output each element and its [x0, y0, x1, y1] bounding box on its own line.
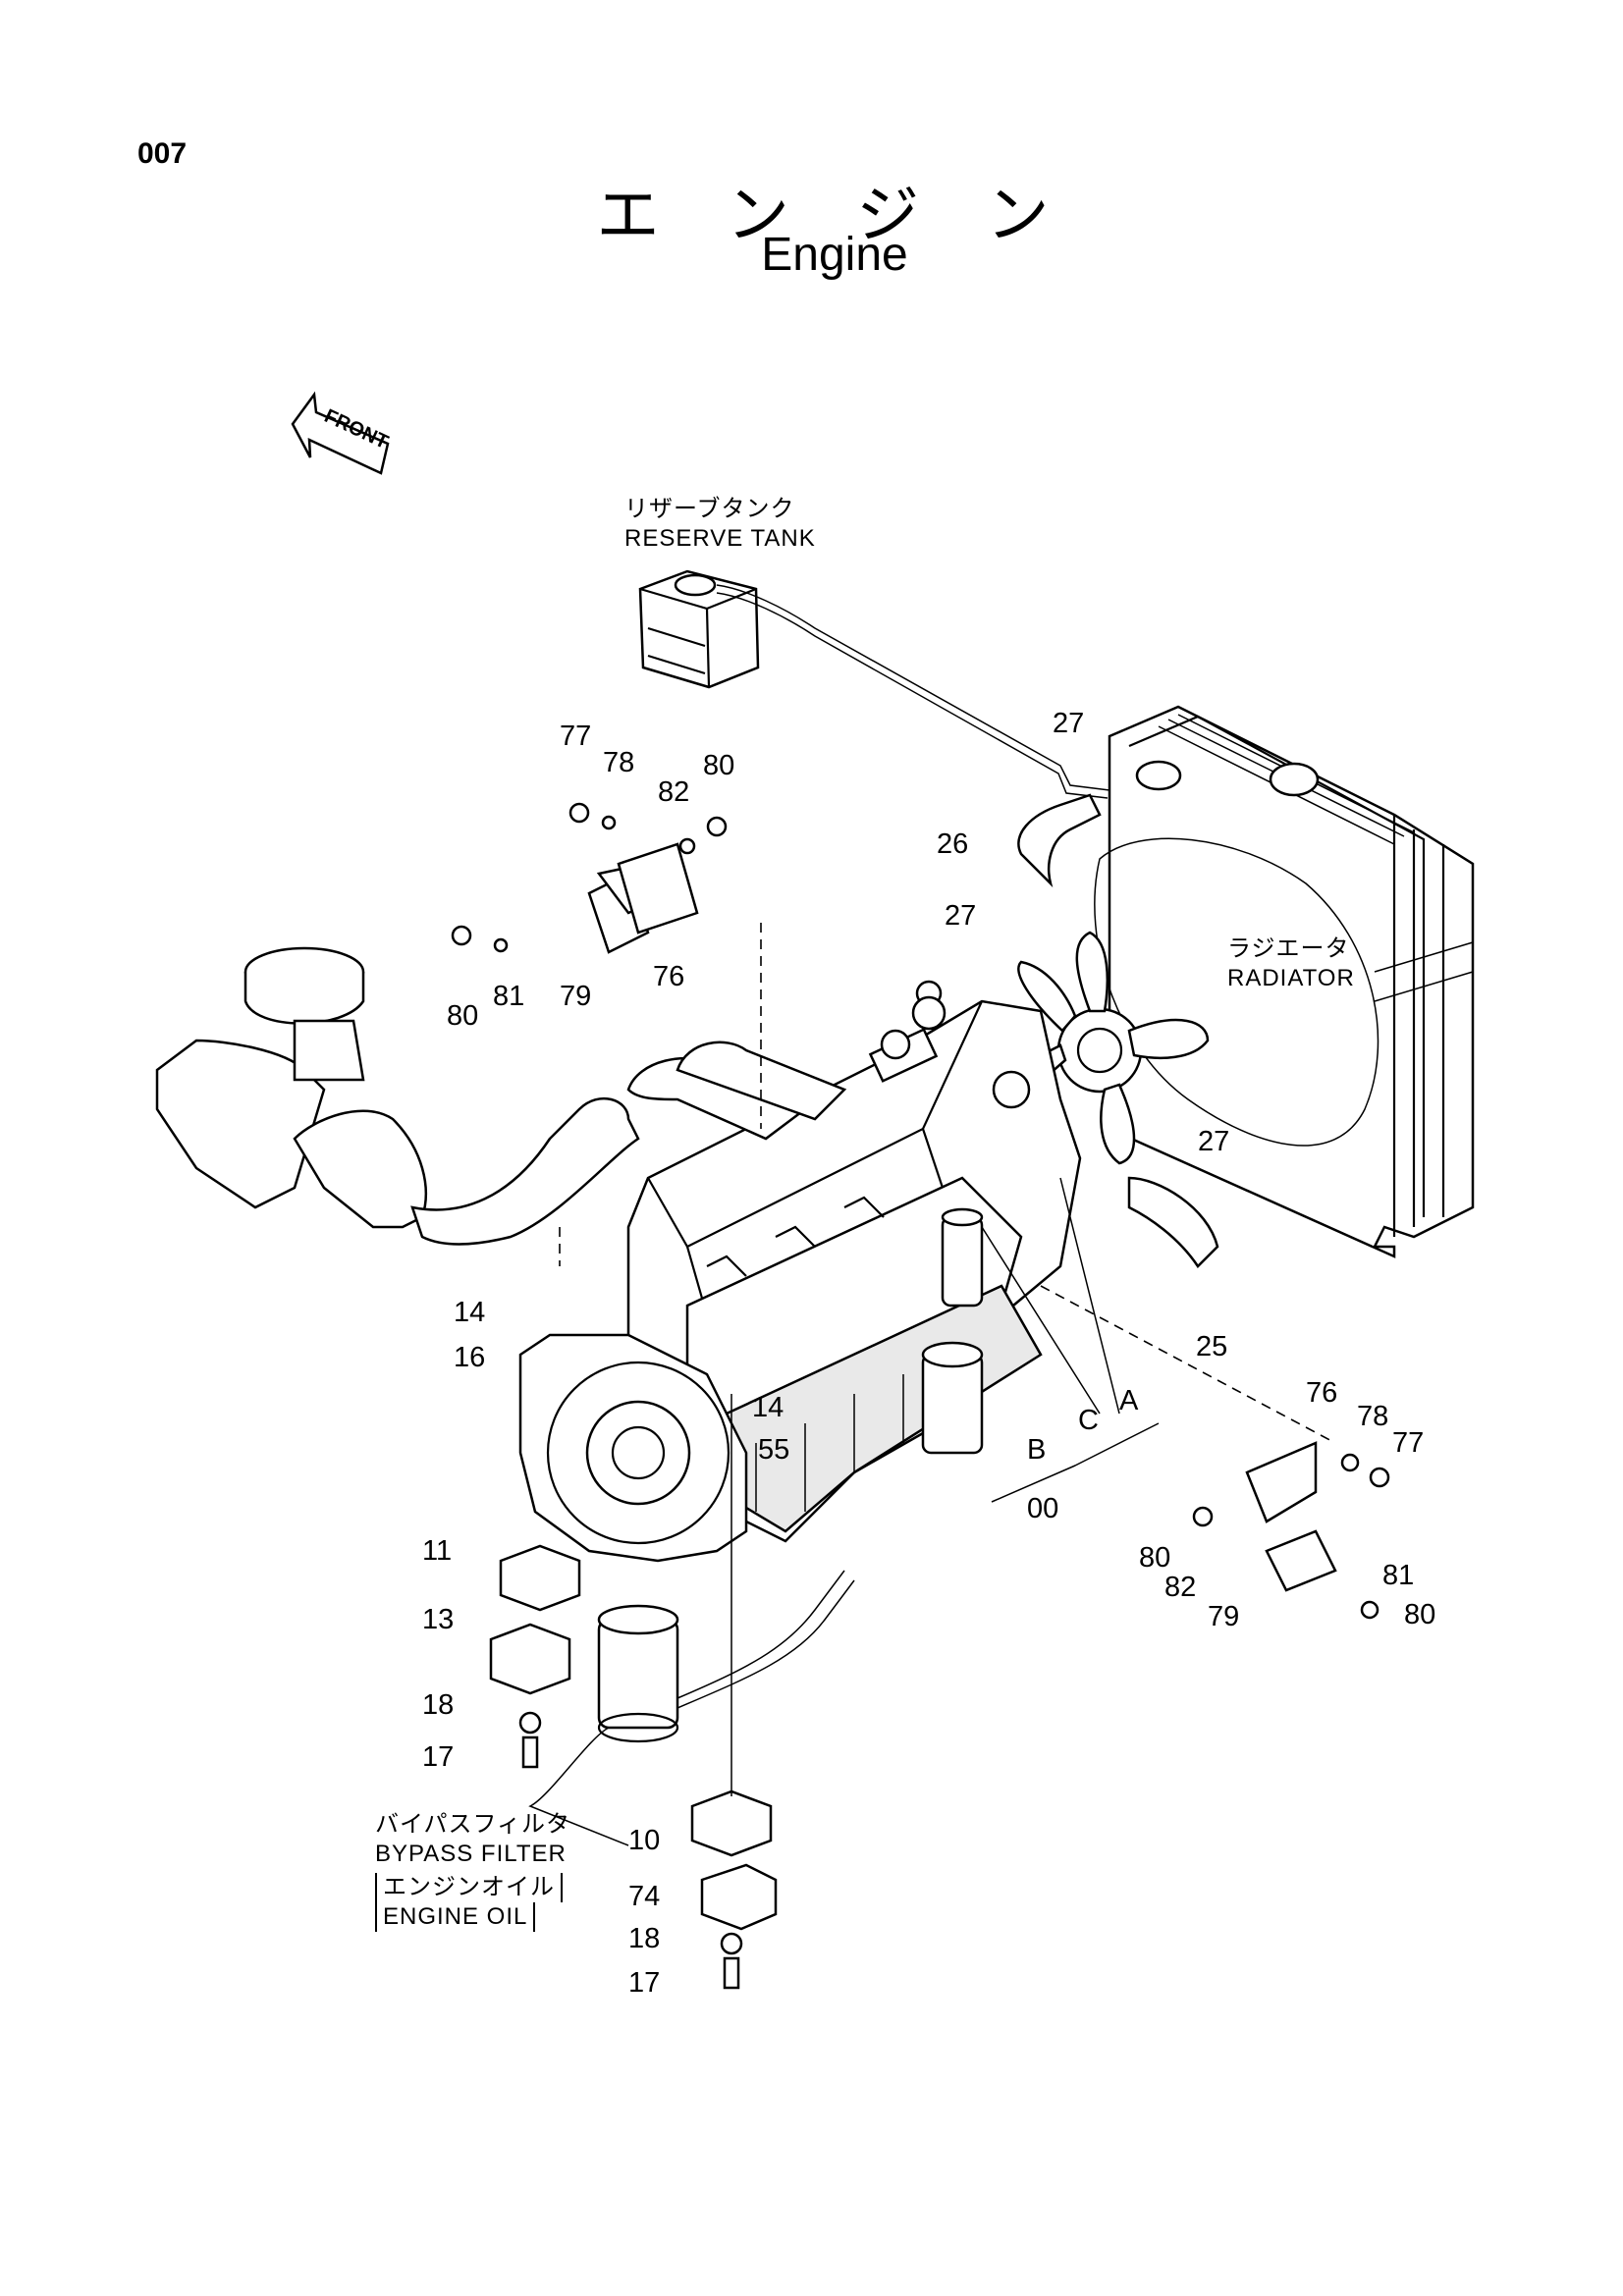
callout-76: 76: [1306, 1377, 1338, 1409]
air-cleaner-part: [155, 946, 640, 1246]
callout-79: 79: [560, 981, 592, 1012]
reserve-tank-label: RESERVE TANK: [624, 525, 816, 552]
lower-radiator-hose: [1127, 1176, 1219, 1268]
callout-55: 55: [758, 1434, 790, 1466]
callout-00: 00: [1027, 1493, 1059, 1524]
radiator-label: RADIATOR: [1227, 965, 1355, 991]
upper-radiator-hose: [1017, 793, 1102, 888]
callout-17: 17: [628, 1967, 661, 1999]
callout-80: 80: [703, 750, 735, 781]
bypass-filter-part: [597, 1570, 855, 1743]
cooling-fan-part: [1000, 931, 1210, 1165]
bypass-filter-label: BYPASS FILTER: [375, 1841, 567, 1867]
page-title-japanese: エ ン ジ ン: [596, 180, 1073, 252]
callout-27: 27: [945, 900, 977, 932]
callout-26: 26: [937, 828, 969, 860]
bypass-filter-sub-label: ENGINE OIL: [375, 1902, 536, 1932]
callout-77: 77: [560, 721, 592, 752]
bypass-filter-sub-label-jp: エンジンオイル: [375, 1873, 563, 1902]
callout-14: 14: [454, 1297, 486, 1328]
callout-80: 80: [1404, 1599, 1436, 1630]
callout-76: 76: [653, 961, 685, 992]
bracket-upper-part: [451, 802, 728, 954]
flywheel-part: [518, 1333, 748, 1563]
bracket-lower-right-part: [1192, 1441, 1390, 1620]
callout-80: 80: [1139, 1542, 1171, 1574]
callout-c: C: [1078, 1405, 1099, 1436]
callout-25: 25: [1196, 1331, 1228, 1362]
bypass-filter-label-jp: バイパスフィルタ: [375, 1811, 571, 1838]
callout-77: 77: [1392, 1427, 1425, 1459]
callout-27: 27: [1053, 708, 1085, 739]
callout-b: B: [1027, 1434, 1047, 1466]
callout-78: 78: [1357, 1401, 1389, 1432]
callout-a: A: [1119, 1385, 1139, 1416]
callout-79: 79: [1208, 1601, 1240, 1632]
callout-80: 80: [447, 1000, 479, 1032]
reserve-tank-label-jp: リザーブタンク: [624, 496, 795, 522]
page-number: 007: [137, 137, 188, 170]
engine-mount-bottom-part: [690, 1394, 778, 1990]
callout-82: 82: [658, 776, 690, 808]
engine-block-part: [626, 980, 1082, 1543]
callout-81: 81: [493, 981, 525, 1012]
engine-mount-left-part: [489, 1544, 581, 1769]
callout-81: 81: [1382, 1560, 1415, 1591]
callout-16: 16: [454, 1342, 486, 1373]
callout-14: 14: [752, 1392, 784, 1423]
radiator-part: [1094, 705, 1475, 1258]
reserve-tank-part: [638, 569, 1110, 799]
front-arrow-icon: FRONT: [291, 391, 392, 475]
callout-78: 78: [603, 747, 635, 778]
callout-74: 74: [628, 1881, 661, 1912]
callout-13: 13: [422, 1604, 455, 1635]
radiator-label-jp: ラジエータ: [1227, 935, 1350, 962]
callout-82: 82: [1164, 1572, 1197, 1603]
callout-17: 17: [422, 1741, 455, 1773]
callout-10: 10: [628, 1825, 661, 1856]
callout-18: 18: [628, 1923, 661, 1954]
callout-27: 27: [1198, 1126, 1230, 1157]
page-title: Engine: [761, 229, 908, 281]
callout-11: 11: [422, 1535, 453, 1567]
callout-18: 18: [422, 1689, 455, 1721]
